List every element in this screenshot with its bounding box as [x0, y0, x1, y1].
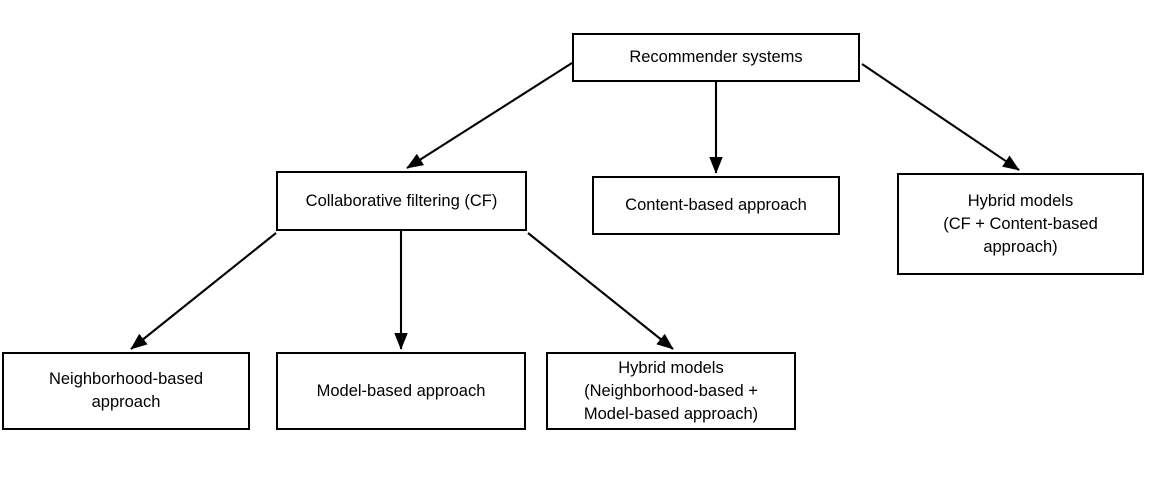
node-hybrid-models-cf-content[interactable]: Hybrid models (CF + Content-based approa… [897, 173, 1144, 275]
node-model-based-approach[interactable]: Model-based approach [276, 352, 526, 430]
node-label: Hybrid models (CF + Content-based approa… [943, 191, 1098, 256]
node-label: Content-based approach [625, 196, 807, 214]
node-label: Neighborhood-based approach [48, 370, 204, 411]
node-neighborhood-based-approach[interactable]: Neighborhood-based approach [2, 352, 250, 430]
node-label: Collaborative filtering (CF) [305, 191, 498, 210]
node-label: Model-based approach [316, 381, 486, 400]
node-collaborative-filtering[interactable]: Collaborative filtering (CF) [276, 171, 527, 231]
edge-cf-to-neighborhood [130, 232, 277, 350]
node-recommender-systems[interactable]: Recommender systems [572, 33, 860, 82]
node-label: Recommender systems [629, 48, 803, 66]
node-hybrid-models-neighborhood-model[interactable]: Hybrid models (Neighborhood-based + Mode… [546, 352, 796, 430]
edge-cf-to-hybrid-bottom [527, 232, 674, 350]
edge-root-to-cf [406, 62, 573, 169]
edge-root-to-hybrid-top [861, 63, 1020, 171]
node-content-based-approach[interactable]: Content-based approach [592, 176, 840, 235]
node-label: Hybrid models (Neighborhood-based + Mode… [583, 358, 759, 423]
